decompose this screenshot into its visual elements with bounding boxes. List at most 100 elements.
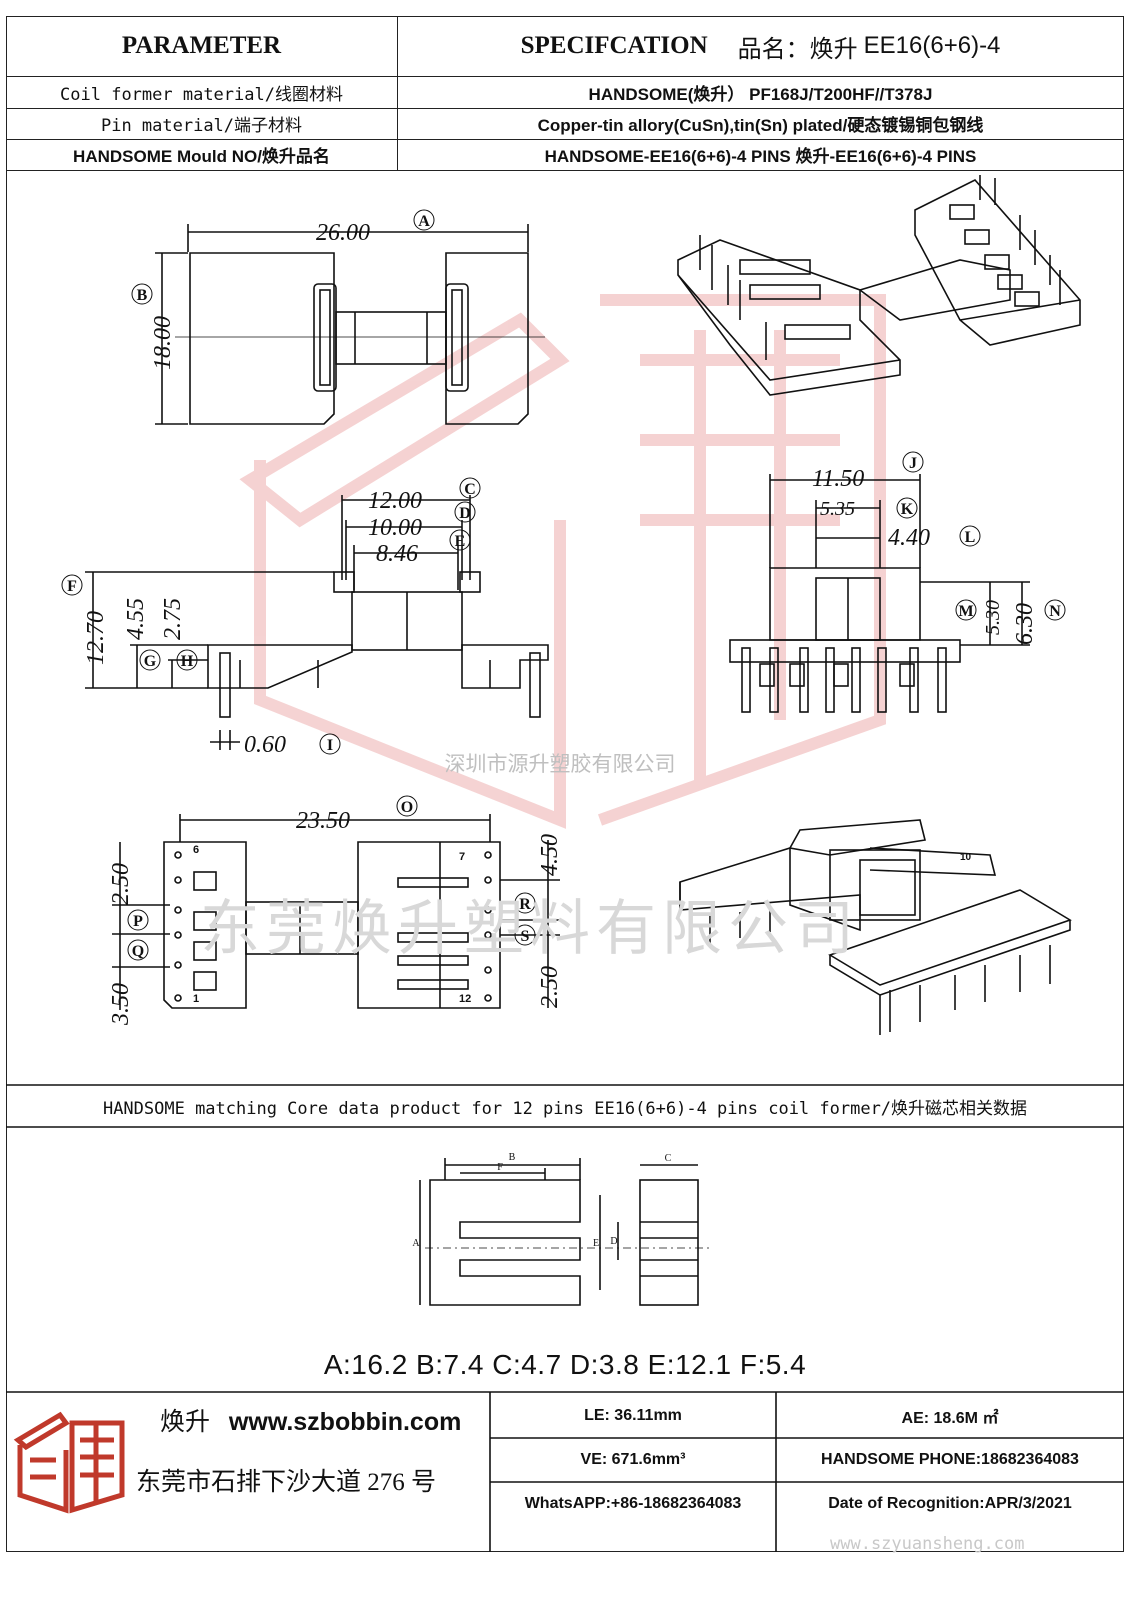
marker-A: A: [413, 209, 435, 231]
pin-12-label: 12: [459, 993, 471, 1005]
spec-label: SPECIFCATION: [520, 32, 708, 59]
marker-N: N: [1044, 599, 1066, 621]
marker-D: D: [454, 501, 476, 523]
marker-C: C: [459, 477, 481, 499]
brand-name: 焕升: [160, 1409, 211, 1436]
dim-C-value: 12.00: [368, 488, 422, 514]
iso-view-top: [677, 175, 1081, 396]
row-value-mould-no: HANDSOME-EE16(6+6)-4 PINS 焕升-EE16(6+6)-4…: [544, 147, 977, 166]
svg-text:D: D: [459, 505, 471, 522]
marker-H: H: [176, 649, 198, 671]
company-address: 东莞市石排下沙大道 276 号: [136, 1469, 437, 1496]
ve-value: VE: 671.6mm³: [580, 1451, 686, 1468]
part-number-text: EE16(6+6)-4: [863, 32, 1001, 59]
pin-numbers: 6 1 7 12 10: [193, 844, 972, 1005]
row-label-coil-former: Coil former material/线圈材料: [60, 85, 343, 105]
le-value: LE: 36.11mm: [584, 1406, 682, 1424]
marker-Q: Q: [127, 939, 149, 961]
svg-text:Q: Q: [132, 943, 144, 960]
dim-K-value: 5.35: [820, 498, 855, 520]
core-letters: B F C A E D: [412, 1152, 671, 1249]
logo-icon: [13, 1411, 125, 1514]
svg-text:P: P: [133, 913, 143, 930]
core-values: A:16.2 B:7.4 C:4.7 D:3.8 E:12.1 F:5.4: [323, 1349, 807, 1380]
sheet-frame: [6, 16, 1124, 1552]
dim-E-value: 8.46: [376, 541, 418, 567]
pin-7-label: 7: [459, 851, 465, 863]
dim-M-value: 5.30: [982, 600, 1004, 635]
dim-I-value: 0.60: [244, 732, 286, 758]
whatsapp-value: WhatsAPP:+86-18682364083: [524, 1495, 742, 1512]
brand-line: 焕升 www.szbobbin.com: [160, 1402, 480, 1442]
row-value-pin-material: Copper-tin allory(CuSn),tin(Sn) plated/硬…: [537, 116, 984, 135]
marker-K: K: [896, 497, 918, 519]
row-label-pin-material: Pin material/端子材料: [100, 116, 303, 136]
dim-Q-value: 3.50: [108, 983, 134, 1026]
marker-E: E: [449, 529, 471, 551]
divider: [6, 139, 1124, 140]
bottom-view: [112, 814, 560, 1010]
svg-text:H: H: [181, 653, 194, 670]
company-logo: [10, 1405, 130, 1515]
marker-O: O: [396, 795, 418, 817]
website-link[interactable]: www.szbobbin.com: [228, 1408, 462, 1436]
ae-value: AE: 18.6M ㎡: [901, 1409, 999, 1427]
pin-6-label: 6: [193, 844, 199, 856]
dim-B-value: 18.00: [150, 316, 176, 370]
dim-D-value: 10.00: [368, 515, 422, 541]
dim-H-value: 2.75: [160, 598, 186, 640]
svg-text:R: R: [519, 896, 531, 913]
date-value: Date of Recognition:APR/3/2021: [828, 1495, 1072, 1512]
phone-value: HANDSOME PHONE:18682364083: [821, 1451, 1079, 1468]
svg-text:O: O: [401, 799, 413, 816]
svg-text:I: I: [327, 737, 333, 754]
core-label-F: F: [497, 1162, 503, 1173]
dim-G-value: 4.55: [123, 598, 149, 640]
dim-A-value: 26.00: [316, 220, 370, 246]
core-label-B: B: [509, 1152, 516, 1163]
svg-text:E: E: [455, 533, 466, 550]
marker-G: G: [139, 649, 161, 671]
dim-J-value: 11.50: [812, 466, 864, 492]
side-view: [85, 495, 549, 750]
svg-text:G: G: [144, 653, 157, 670]
dimension-markers: A B C D E F G H I J K L M N O P Q R S: [61, 209, 1066, 961]
part-number: EE16(6+6)-4: [858, 32, 1001, 60]
dimension-labels: 26.00 18.00 12.00 10.00 8.46 12.70 4.55 …: [83, 220, 1038, 1026]
marker-F: F: [61, 574, 83, 596]
svg-text:B: B: [137, 287, 148, 304]
dim-P-value: 2.50: [108, 863, 134, 905]
svg-text:M: M: [958, 603, 973, 620]
svg-text:K: K: [901, 501, 914, 518]
pin-10-label: 10: [960, 852, 972, 863]
pin-1-label: 1: [193, 993, 199, 1005]
svg-text:J: J: [909, 455, 917, 472]
divider: [397, 16, 398, 170]
marker-S: S: [514, 924, 536, 946]
svg-text:C: C: [464, 481, 476, 498]
dim-N-value: 6.30: [1012, 603, 1038, 645]
core-label-A: A: [412, 1238, 420, 1249]
front-view: [729, 474, 1030, 713]
marker-R: R: [514, 892, 536, 914]
row-value-coil-former: HANDSOME(焕升） PF168J/T200HF//T378J: [588, 85, 933, 104]
dim-S-value: 2.50: [537, 966, 563, 1008]
marker-I: I: [319, 733, 341, 755]
marker-J: J: [902, 451, 924, 473]
top-view: [155, 224, 545, 425]
core-data-title: HANDSOME matching Core data product for …: [102, 1098, 1028, 1119]
core-label-E: E: [593, 1238, 599, 1249]
dim-F-value: 12.70: [83, 611, 109, 665]
dim-O-value: 23.50: [296, 808, 350, 834]
marker-P: P: [127, 909, 149, 931]
svg-text:S: S: [521, 928, 530, 945]
name-label: 品名：焕升: [737, 36, 858, 63]
svg-text:F: F: [67, 578, 77, 595]
specification-header: SPECIFCATION 品名：焕升 EE16(6+6)-4: [397, 16, 1124, 76]
watermark-company-small: 深圳市源升塑胶有限公司: [410, 748, 710, 778]
marker-B: B: [131, 283, 153, 305]
iso-view-bottom: [679, 819, 1072, 1035]
dim-L-value: 4.40: [888, 525, 930, 551]
watermark-website: www.szyuansheng.com: [830, 1534, 1025, 1554]
